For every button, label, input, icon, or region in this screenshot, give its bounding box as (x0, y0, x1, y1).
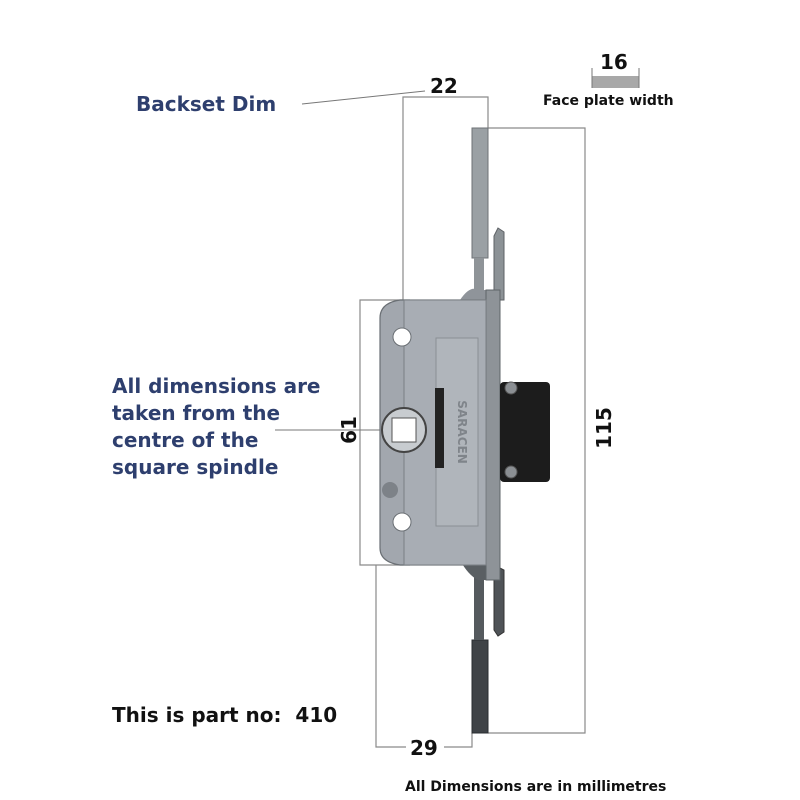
keeper-block (500, 382, 550, 482)
backset-dimension-line (402, 96, 489, 320)
centre-height-value: 61 (337, 416, 361, 444)
bottom-width-value: 29 (410, 736, 438, 760)
bottom-width-dimension-line (375, 565, 406, 748)
bottom-rod (471, 639, 489, 734)
total-length-value: 115 (592, 407, 616, 449)
spindle-note: All dimensions are taken from the centre… (112, 374, 321, 479)
top-rod (471, 127, 489, 259)
faceplate-title: Face plate width (543, 93, 674, 109)
faceplate-swatch (592, 76, 639, 88)
units-note: All Dimensions are in millimetres (405, 779, 667, 795)
centre-dimension-line (359, 299, 410, 566)
part-number-text: This is part no: 410 (112, 703, 338, 727)
length-dimension-line (488, 127, 586, 734)
backset-title: Backset Dim (136, 92, 277, 116)
backset-value: 22 (430, 74, 458, 98)
brand-stamp: SARACEN (455, 400, 469, 464)
faceplate-value: 16 (600, 50, 628, 74)
square-spindle-hole (391, 417, 417, 443)
backset-leader-line (301, 90, 426, 105)
